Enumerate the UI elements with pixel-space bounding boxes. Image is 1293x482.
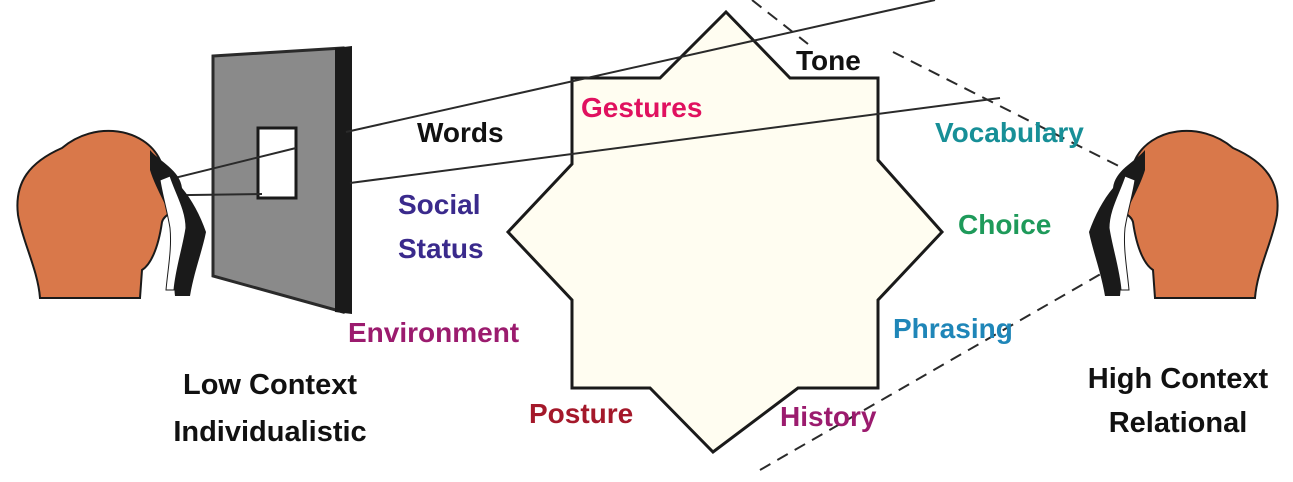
label-words: Words [417,117,504,148]
wall [213,46,352,314]
label-tone: Tone [796,45,861,76]
left-head-icon [17,131,206,298]
caption-right-line1: High Context [1088,363,1269,395]
caption-left-line1: Low Context [183,369,357,401]
caption-left-line2: Individualistic [173,416,366,448]
caption-right-line2: Relational [1109,407,1248,439]
label-gestures: Gestures [581,92,702,123]
label-choice: Choice [958,209,1051,240]
context-star [508,12,942,452]
label-phrasing: Phrasing [893,313,1013,344]
label-vocabulary: Vocabulary [935,117,1084,148]
label-status: Status [398,233,484,264]
wall-window [258,128,296,198]
label-posture: Posture [529,398,633,429]
label-social: Social [398,189,480,220]
label-environment: Environment [348,317,519,348]
label-history: History [780,401,877,432]
right-head-icon [1089,131,1278,298]
